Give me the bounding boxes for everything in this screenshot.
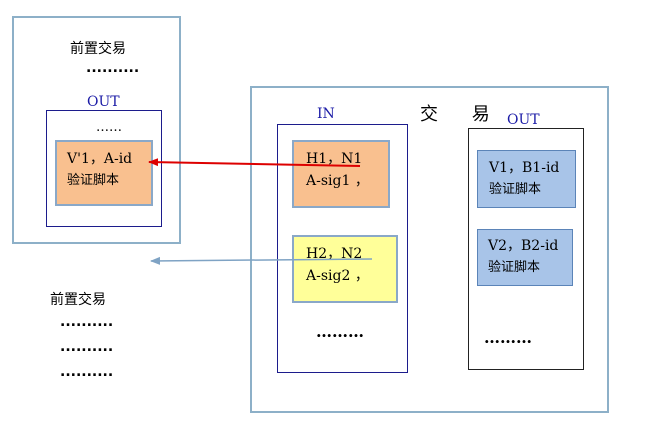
in-cell-2-line2: A-sig2 ， [306, 268, 369, 284]
left-out-label: OUT [87, 94, 120, 110]
out-cell-2-line1: V2，B2-id [488, 238, 559, 254]
right-out-dots: ……… [484, 328, 532, 347]
in-label: IN [317, 106, 335, 122]
left-panel-dots: .......... [86, 60, 140, 76]
out-cell-2: V2，B2-id 验证脚本 [477, 229, 573, 286]
in-cell-1: H1，N1 A-sig1 ， [292, 140, 390, 208]
out-cell-1: V1，B1-id 验证脚本 [477, 150, 576, 208]
in-box [277, 124, 408, 373]
red-reference-arrow [148, 158, 361, 167]
left-out-cell-line2: 验证脚本 [67, 173, 120, 188]
right-panel-title: 交 易 [420, 104, 504, 125]
left-transaction-panel [12, 16, 181, 244]
left-bottom-dots-2: .......... [60, 339, 114, 355]
in-cell-1-line1: H1，N1 [306, 151, 363, 167]
left-out-box [46, 110, 162, 227]
blue-reference-arrow [150, 256, 373, 265]
right-transaction-panel [250, 86, 609, 413]
left-out-cell-line1: V'1，A-id [67, 151, 133, 167]
right-out-box [468, 128, 584, 370]
in-cell-2-line1: H2，N2 [306, 246, 363, 262]
left-out-dots: …… [96, 120, 122, 135]
right-out-label: OUT [507, 112, 540, 128]
out-cell-1-line1: V1，B1-id [489, 160, 560, 176]
in-dots: ……… [316, 322, 364, 341]
left-bottom-title: 前置交易 [50, 292, 106, 308]
left-panel-title: 前置交易 [70, 41, 126, 57]
left-out-cell: V'1，A-id 验证脚本 [55, 140, 153, 206]
left-bottom-dots-3: .......... [60, 364, 114, 380]
out-cell-2-line2: 验证脚本 [488, 260, 541, 275]
left-bottom-dots-1: .......... [60, 314, 114, 330]
out-cell-1-line2: 验证脚本 [489, 182, 542, 197]
in-cell-2: H2，N2 A-sig2 ， [292, 235, 398, 303]
in-cell-1-line2: A-sig1 ， [306, 173, 369, 189]
